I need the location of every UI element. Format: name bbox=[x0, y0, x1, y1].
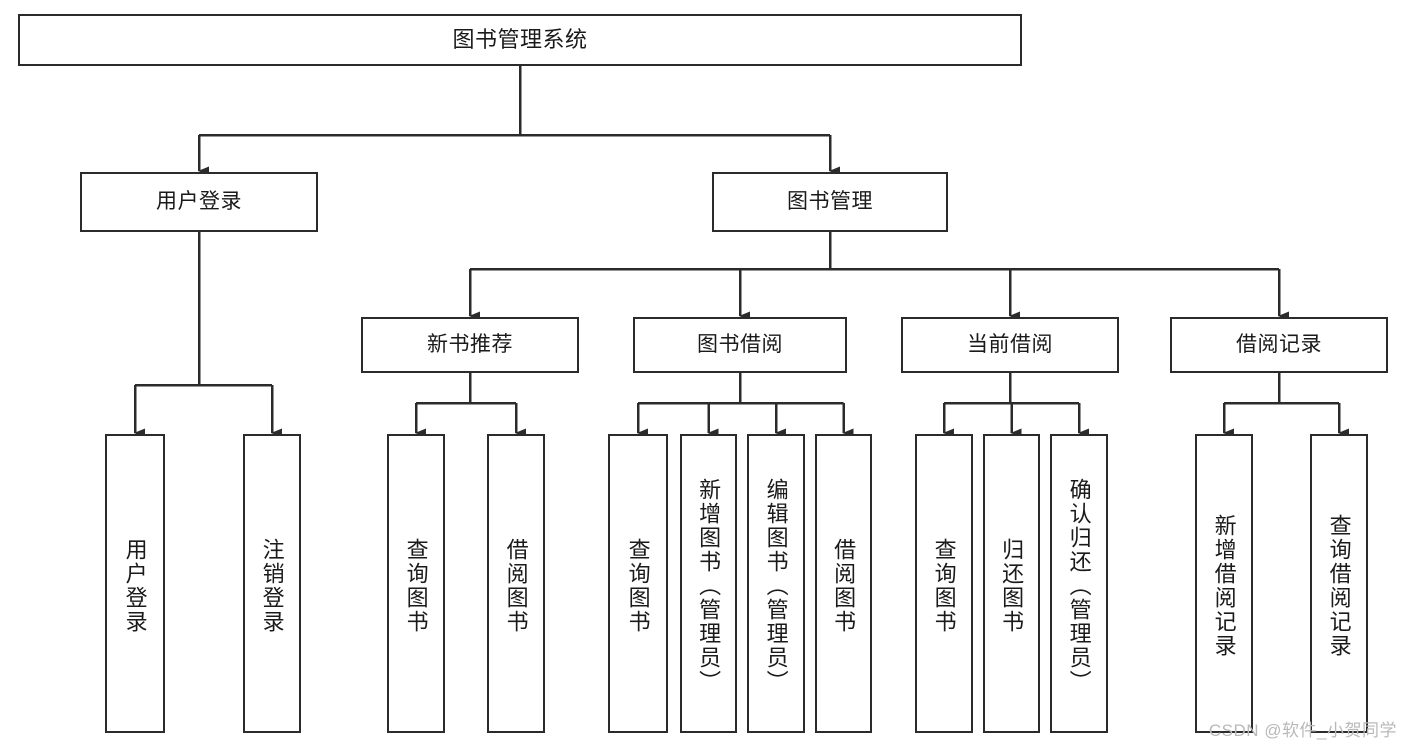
node-label: 新增借阅记录 bbox=[1211, 513, 1237, 658]
leaf-borrow-borrow-book[interactable]: 借阅图书 bbox=[815, 434, 872, 733]
leaf-newbook-borrow-book[interactable]: 借阅图书 bbox=[487, 434, 545, 733]
leaf-record-query-record[interactable]: 查询借阅记录 bbox=[1310, 434, 1368, 733]
node-label: 查询借阅记录 bbox=[1326, 513, 1352, 658]
leaf-current-return-book[interactable]: 归还图书 bbox=[983, 434, 1040, 733]
leaf-newbook-query-book[interactable]: 查询图书 bbox=[387, 434, 445, 733]
node-label: 编辑图书（管理员） bbox=[763, 477, 789, 694]
node-label: 用户登录 bbox=[122, 537, 148, 634]
node-root-system[interactable]: 图书管理系统 bbox=[18, 14, 1022, 66]
leaf-user-login[interactable]: 用户登录 bbox=[105, 434, 165, 733]
node-label: 确认归还（管理员） bbox=[1066, 477, 1092, 694]
node-label: 新增图书（管理员） bbox=[696, 477, 722, 694]
leaf-borrow-edit-book[interactable]: 编辑图书（管理员） bbox=[747, 434, 805, 733]
leaf-record-add-record[interactable]: 新增借阅记录 bbox=[1195, 434, 1253, 733]
node-label: 查询图书 bbox=[931, 537, 957, 634]
leaf-current-query-book[interactable]: 查询图书 bbox=[915, 434, 973, 733]
node-label: 查询图书 bbox=[625, 537, 651, 634]
node-label: 借阅记录 bbox=[1236, 333, 1322, 357]
node-label: 新书推荐 bbox=[427, 333, 513, 357]
leaf-current-confirm-return[interactable]: 确认归还（管理员） bbox=[1050, 434, 1108, 733]
node-label: 借阅图书 bbox=[831, 537, 857, 634]
node-label: 图书借阅 bbox=[697, 333, 783, 357]
edge-lines bbox=[133, 66, 1349, 438]
node-label: 图书管理系统 bbox=[452, 26, 588, 52]
leaf-user-logout[interactable]: 注销登录 bbox=[243, 434, 301, 733]
node-label: 查询图书 bbox=[403, 537, 429, 634]
node-new-book-recommend[interactable]: 新书推荐 bbox=[361, 317, 579, 373]
node-label: 归还图书 bbox=[999, 537, 1025, 634]
node-label: 当前借阅 bbox=[967, 333, 1053, 357]
node-borrow-record[interactable]: 借阅记录 bbox=[1170, 317, 1388, 373]
node-user-login[interactable]: 用户登录 bbox=[80, 172, 318, 232]
leaf-borrow-add-book[interactable]: 新增图书（管理员） bbox=[680, 434, 737, 733]
node-label: 用户登录 bbox=[156, 190, 242, 214]
node-current-borrow[interactable]: 当前借阅 bbox=[901, 317, 1119, 373]
node-label: 图书管理 bbox=[787, 190, 873, 214]
node-label: 借阅图书 bbox=[503, 537, 529, 634]
watermark-text: CSDN @软件_小贺同学 bbox=[1208, 721, 1397, 740]
node-label: 注销登录 bbox=[259, 537, 285, 634]
node-book-management[interactable]: 图书管理 bbox=[712, 172, 948, 232]
leaf-borrow-query-book[interactable]: 查询图书 bbox=[608, 434, 668, 733]
node-book-borrow[interactable]: 图书借阅 bbox=[633, 317, 847, 373]
